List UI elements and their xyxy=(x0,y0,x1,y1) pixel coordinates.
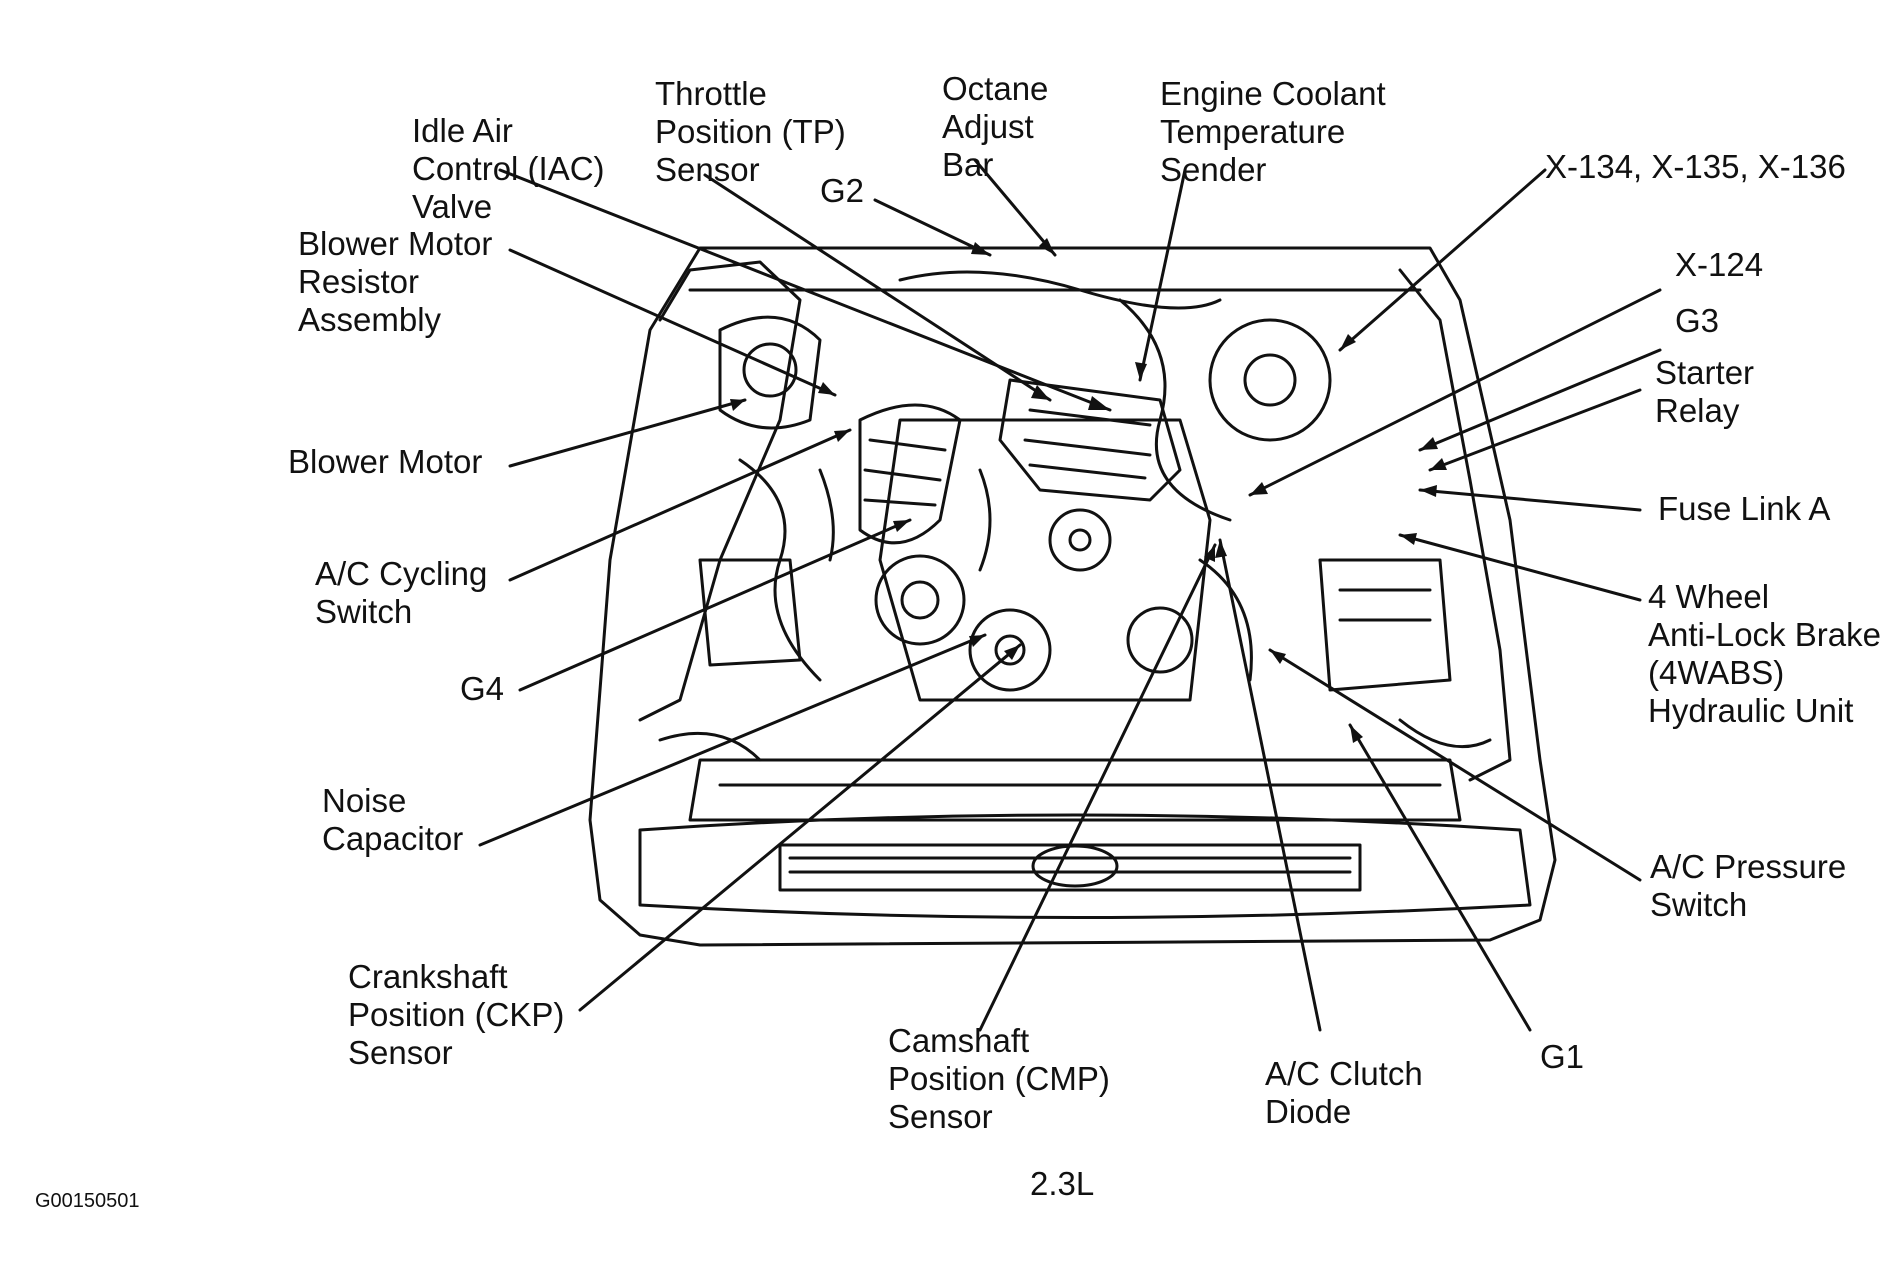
inner-fender-right xyxy=(1398,268,1512,782)
intake-manifold xyxy=(998,378,1182,502)
leader-g3 xyxy=(1418,348,1662,452)
label-ac-pressure-switch: A/C Pressure Switch xyxy=(1650,848,1847,923)
leader-ac-cycling xyxy=(508,428,852,582)
label-blower-motor: Blower Motor xyxy=(288,443,483,480)
front-bumper xyxy=(638,813,1532,919)
label-camshaft-position-sensor: Camshaft Position (CMP) Sensor xyxy=(888,1022,1110,1135)
ps-pump xyxy=(1126,606,1194,674)
wabs-unit xyxy=(1318,558,1452,692)
leader-coolant xyxy=(1138,168,1187,382)
label-ac-clutch-diode: A/C Clutch Diode xyxy=(1265,1055,1423,1130)
battery xyxy=(698,558,802,667)
wiring-harness xyxy=(658,270,1492,762)
leader-g4 xyxy=(518,518,912,692)
leader-fuse xyxy=(1418,488,1642,512)
label-g4: G4 xyxy=(460,670,505,707)
leader-octane xyxy=(973,158,1057,257)
air-intake-duct xyxy=(858,403,962,545)
leader-noise xyxy=(478,633,987,847)
cam-pulley xyxy=(1048,508,1112,572)
leader-cmp xyxy=(978,543,1217,1032)
engine-block xyxy=(878,418,1212,702)
blower-housing xyxy=(718,315,822,430)
label-g3: G3 xyxy=(1675,302,1720,339)
label-octane-adjust-bar: Octane Adjust Bar xyxy=(942,70,1049,183)
label-g2: G2 xyxy=(820,172,865,209)
label-g1: G1 xyxy=(1540,1038,1585,1075)
crank-pulley xyxy=(968,608,1052,692)
label-blower-motor-resistor-assembly: Blower Motor Resistor Assembly xyxy=(298,225,493,338)
leader-g2 xyxy=(873,198,992,257)
label-crankshaft-position-sensor: Crankshaft Position (CKP) Sensor xyxy=(348,958,565,1071)
leader-throttle xyxy=(703,173,1052,402)
leader-idle-air xyxy=(498,168,1112,412)
leader-starter xyxy=(1428,388,1642,472)
leader-blower-res xyxy=(508,248,837,397)
figure-id: G00150501 xyxy=(35,1190,140,1212)
brake-booster xyxy=(1208,318,1332,442)
label-ac-cycling-switch: A/C Cycling Switch xyxy=(315,555,488,630)
label-noise-capacitor: Noise Capacitor xyxy=(322,782,464,857)
leader-ckp xyxy=(578,643,1022,1012)
label-4wabs-hydraulic-unit: 4 Wheel Anti-Lock Brake (4WABS) Hydrauli… xyxy=(1648,578,1881,729)
label-engine-coolant-temperature-sender: Engine Coolant Temperature Sender xyxy=(1160,75,1386,188)
engine-caption: 2.3L xyxy=(1030,1165,1095,1202)
label-fuse-link-a: Fuse Link A xyxy=(1658,490,1831,527)
leader-g1 xyxy=(1348,723,1532,1032)
leader-x124 xyxy=(1248,288,1662,497)
label-idle-air-control-valve: Idle Air Control (IAC) Valve xyxy=(412,112,605,225)
radiator-support xyxy=(688,758,1462,822)
inner-fender-left xyxy=(638,260,802,722)
fender-outline xyxy=(588,246,1557,947)
grille xyxy=(778,843,1362,892)
label-throttle-position-sensor: Throttle Position (TP) Sensor xyxy=(655,75,846,188)
leader-ac-pressure xyxy=(1268,648,1642,882)
leader-wabs xyxy=(1398,533,1642,602)
leader-x134 xyxy=(1338,168,1547,352)
label-starter-relay: Starter Relay xyxy=(1655,354,1755,429)
grille-emblem xyxy=(1031,844,1119,888)
leader-ac-diode xyxy=(1218,538,1322,1032)
label-x124: X-124 xyxy=(1675,246,1764,283)
alternator xyxy=(874,554,966,646)
label-x134-x135-x136: X-134, X-135, X-136 xyxy=(1545,148,1846,185)
leader-blower xyxy=(508,398,747,468)
